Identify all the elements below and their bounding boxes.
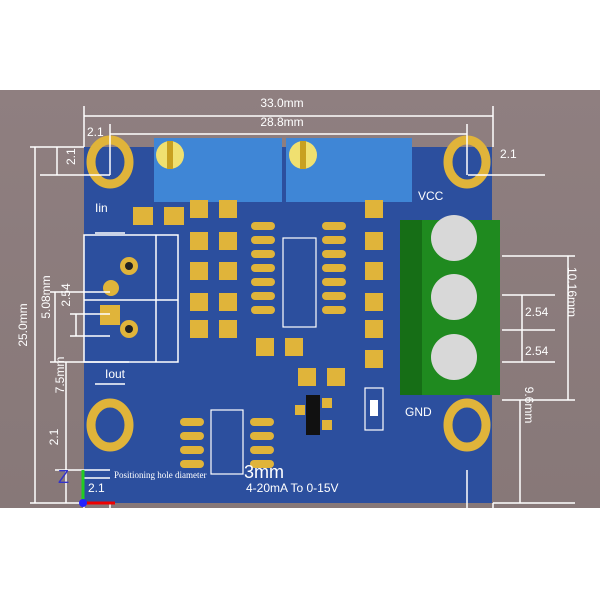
pad: [365, 350, 383, 368]
pad: [365, 262, 383, 280]
pad: [219, 320, 237, 338]
pad: [251, 264, 275, 272]
ic-outline-1: [282, 237, 317, 328]
potentiometers: [154, 138, 412, 202]
pad: [164, 207, 184, 225]
mounting-holes: [86, 135, 491, 452]
dim-terminal-bottom: 9.6mm: [522, 387, 536, 424]
label-vcc: VCC: [418, 189, 444, 203]
pad: [365, 320, 383, 338]
dim-overall-height: 25.0mm: [16, 303, 30, 346]
pad: [219, 293, 237, 311]
dim-top-right: 2.1: [500, 147, 517, 161]
pad: [322, 292, 346, 300]
dim-bottom-right: 2.1: [471, 525, 488, 539]
pad: [322, 398, 332, 408]
pad: [190, 200, 208, 218]
pad: [256, 338, 274, 356]
pad: [219, 232, 237, 250]
smd-pads: [133, 200, 383, 468]
pad: [190, 293, 208, 311]
pad: [322, 236, 346, 244]
pad: [322, 250, 346, 258]
transistor: [306, 395, 320, 435]
hole-diameter: 3mm: [244, 462, 284, 482]
led-outline: [364, 387, 384, 431]
pad: [250, 418, 274, 426]
pad: [251, 222, 275, 230]
dim-top-left-v: 2.1: [64, 148, 78, 165]
pad: [251, 236, 275, 244]
pad: [322, 420, 332, 430]
dim-bottom-left-v: 2.1: [47, 428, 61, 445]
label-iin: Iin: [95, 201, 108, 215]
label-iout: Iout: [105, 367, 126, 381]
pad: [365, 200, 383, 218]
pad: [295, 405, 305, 415]
pad: [250, 460, 274, 468]
pad: [327, 368, 345, 386]
pad: [250, 432, 274, 440]
dim-input-bottom: 7.5mm: [53, 357, 67, 394]
terminal-block: [400, 215, 500, 395]
pad: [251, 306, 275, 314]
pad: [219, 200, 237, 218]
pad: [190, 262, 208, 280]
dim-input-span: 5.08mm: [39, 275, 53, 318]
pad: [251, 292, 275, 300]
label-product: 4-20mA To 0-15V: [246, 481, 339, 495]
pad: [190, 320, 208, 338]
dim-hole-span: 28.8mm: [260, 115, 303, 129]
dim-top-left-h: 2.1: [87, 125, 104, 139]
pad: [322, 306, 346, 314]
label-gnd: GND: [405, 405, 432, 419]
pad: [190, 232, 208, 250]
axis-z-label: Z: [58, 467, 69, 487]
dimension-lines: [30, 106, 575, 540]
pad: [298, 368, 316, 386]
pad: [365, 232, 383, 250]
pad: [322, 278, 346, 286]
axis-origin: [79, 499, 87, 507]
pad: [251, 250, 275, 258]
dim-terminal-span: 10.16mm: [565, 267, 579, 317]
input-connector: [83, 234, 179, 363]
pad: [180, 446, 204, 454]
pad: [285, 338, 303, 356]
dim-bottom-left-h: 2.1: [88, 481, 105, 495]
pad: [365, 293, 383, 311]
pad: [133, 207, 153, 225]
pad: [180, 418, 204, 426]
pad: [219, 262, 237, 280]
pad: [180, 460, 204, 468]
ic-outline-2: [210, 409, 244, 475]
hole-note: Positioning hole diameter: [114, 470, 207, 480]
dim-overall-width: 33.0mm: [260, 96, 303, 110]
pad: [322, 264, 346, 272]
pad: [251, 278, 275, 286]
dim-terminal-pitch-1: 2.54: [525, 305, 549, 319]
dim-input-pitch: 2.54: [59, 283, 73, 307]
pad: [250, 446, 274, 454]
led: [370, 400, 378, 416]
pad: [322, 222, 346, 230]
pad: [180, 432, 204, 440]
hole-bottom-left: [86, 398, 134, 452]
hole-bottom-right: [443, 398, 491, 452]
dim-terminal-pitch-2: 2.54: [525, 344, 549, 358]
